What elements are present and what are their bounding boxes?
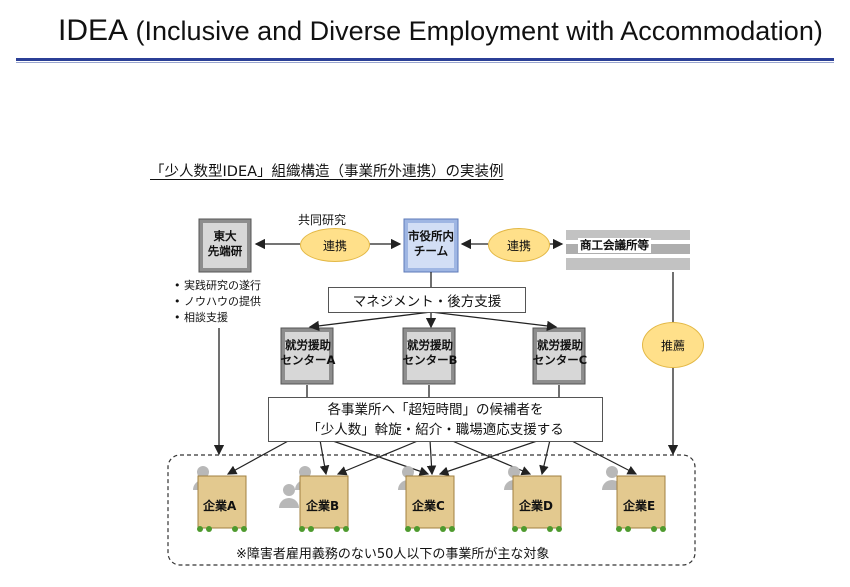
management-box: マネジメント・後方支援 [328,287,526,313]
title-rule-thin [16,62,834,63]
company-e-icon [602,466,666,532]
renkei-left-oval: 連携 [300,228,370,262]
company-c-icon [398,466,455,532]
bullet-item: • 実践研究の遂行 [174,279,261,292]
company-e-label: 企業E [623,499,656,513]
city-label-line2: チーム [413,244,449,258]
company-region [167,454,696,566]
company-d-icon [504,466,562,532]
center-b-line2: センターB [402,353,458,367]
support-line1: 各事業所へ「超短時間」の候補者を [327,401,544,418]
todai-label: 東大 先端研 [200,229,250,259]
company-a-icon [193,466,247,532]
company-a-label: 企業A [203,499,237,513]
city-building-icon [403,218,459,273]
center-c-label: 就労援助 センターC [528,338,592,368]
todai-label-line1: 東大 [213,229,237,243]
bullet-item: • 相談支援 [174,311,228,324]
renkei-right-oval: 連携 [488,228,550,262]
todai-bullet-list: • 実践研究の遂行 • ノウハウの提供 • 相談支援 [174,278,261,326]
company-b-icon [279,466,349,532]
center-c-line2: センターC [532,353,588,367]
company-c-label: 企業C [412,499,445,513]
support-box: 各事業所へ「超短時間」の候補者を 「少人数」斡旋・紹介・職場適応支援する [268,397,603,442]
center-a-label: 就労援助 センターA [276,338,340,368]
support-line2: 「少人数」斡旋・紹介・職場適応支援する [307,421,564,438]
target-note: ※障害者雇用義務のない50人以下の事業所が主な対象 [236,547,550,562]
city-label: 市役所内 チーム [402,229,460,259]
joint-research-label: 共同研究 [298,213,347,227]
center-a-line1: 就労援助 [285,338,331,352]
todai-label-line2: 先端研 [207,244,243,258]
diagram-subtitle: 「少人数型IDEA」組織構造（事業所外連携）の実装例 [150,164,504,180]
chamber-label: 商工会議所等 [578,238,651,253]
todai-building-icon [198,218,252,273]
title-rule [16,58,834,61]
center-a-building-icon [280,327,334,385]
bullet-item: • ノウハウの提供 [174,295,261,308]
center-c-line1: 就労援助 [537,338,583,352]
center-c-building-icon [532,327,586,385]
city-label-line1: 市役所内 [408,229,454,243]
center-b-building-icon [402,327,456,385]
center-b-label: 就労援助 センターB [398,338,462,368]
recommend-oval: 推薦 [642,322,704,368]
company-d-label: 企業D [519,499,553,513]
title-sub: (Inclusive and Diverse Employment with A… [135,16,823,46]
page-title: IDEA (Inclusive and Diverse Employment w… [58,14,823,48]
company-b-label: 企業B [306,499,340,513]
title-main: IDEA [58,14,129,47]
center-a-line2: センターA [280,353,336,367]
center-b-line1: 就労援助 [407,338,453,352]
